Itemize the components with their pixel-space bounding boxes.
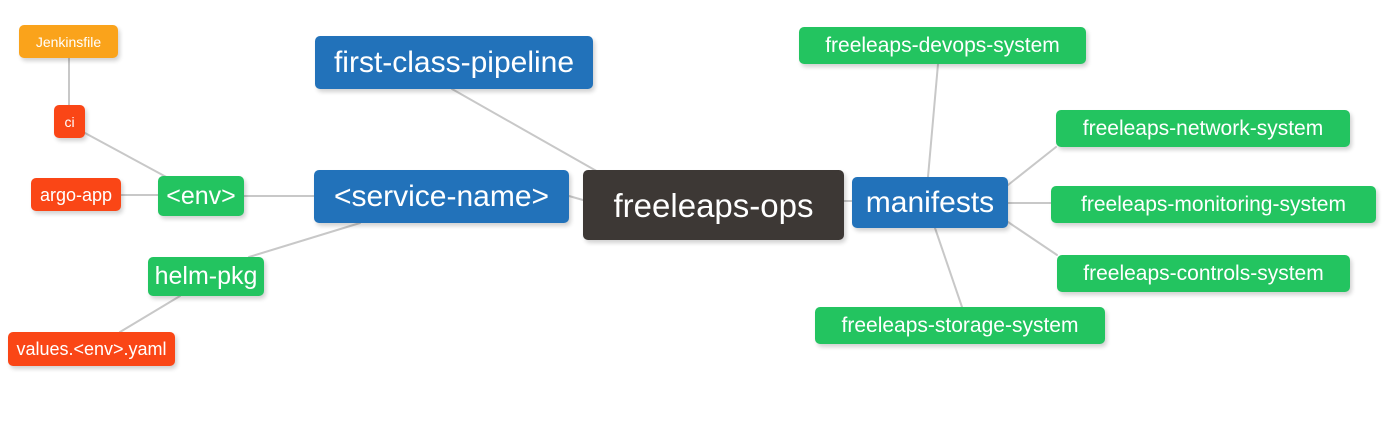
node-freeleaps-ops[interactable]: freeleaps-ops	[583, 170, 844, 240]
node-label-helm-pkg: helm-pkg	[154, 262, 258, 290]
edge-manifests-to-freeleaps-network-system	[1007, 146, 1057, 186]
node-values-env-yaml[interactable]: values.<env>.yaml	[8, 332, 175, 366]
node-helm-pkg[interactable]: helm-pkg	[148, 257, 264, 296]
edge-manifests-to-freeleaps-controls-system	[1007, 221, 1058, 256]
edge-ci-to-env	[84, 132, 171, 180]
edge-manifests-to-freeleaps-storage-system	[934, 227, 963, 308]
edge-manifests-to-freeleaps-devops-system	[927, 63, 939, 178]
node-label-freeleaps-controls-system: freeleaps-controls-system	[1083, 262, 1324, 285]
node-freeleaps-devops-system[interactable]: freeleaps-devops-system	[799, 27, 1086, 64]
node-label-service-name: <service-name>	[333, 179, 550, 213]
node-label-values-env-yaml: values.<env>.yaml	[16, 339, 167, 359]
node-label-freeleaps-ops: freeleaps-ops	[613, 186, 814, 224]
node-label-freeleaps-monitoring-system: freeleaps-monitoring-system	[1081, 193, 1346, 216]
edge-first-class-pipeline-to-freeleaps-ops	[451, 88, 601, 174]
node-label-freeleaps-devops-system: freeleaps-devops-system	[825, 34, 1060, 57]
node-freeleaps-network-system[interactable]: freeleaps-network-system	[1056, 110, 1350, 147]
node-label-freeleaps-storage-system: freeleaps-storage-system	[841, 314, 1079, 337]
edge-helm-pkg-to-service-name	[248, 222, 361, 258]
node-label-first-class-pipeline: first-class-pipeline	[333, 45, 575, 79]
node-label-env: <env>	[166, 181, 236, 210]
node-argo-app[interactable]: argo-app	[31, 178, 121, 211]
node-ci[interactable]: ci	[54, 105, 85, 138]
node-jenkinsfile[interactable]: Jenkinsfile	[19, 25, 118, 58]
node-label-manifests: manifests	[865, 185, 995, 219]
node-freeleaps-monitoring-system[interactable]: freeleaps-monitoring-system	[1051, 186, 1376, 223]
node-service-name[interactable]: <service-name>	[314, 170, 569, 223]
node-env[interactable]: <env>	[158, 176, 244, 216]
node-label-jenkinsfile: Jenkinsfile	[35, 33, 102, 50]
node-freeleaps-storage-system[interactable]: freeleaps-storage-system	[815, 307, 1105, 344]
node-manifests[interactable]: manifests	[852, 177, 1008, 228]
node-label-ci: ci	[64, 113, 75, 130]
edge-values-env-yaml-to-helm-pkg	[119, 295, 181, 333]
node-first-class-pipeline[interactable]: first-class-pipeline	[315, 36, 593, 89]
node-label-freeleaps-network-system: freeleaps-network-system	[1082, 117, 1324, 140]
edge-service-name-to-freeleaps-ops	[568, 195, 584, 201]
node-label-argo-app: argo-app	[39, 184, 113, 205]
node-freeleaps-controls-system[interactable]: freeleaps-controls-system	[1057, 255, 1350, 292]
